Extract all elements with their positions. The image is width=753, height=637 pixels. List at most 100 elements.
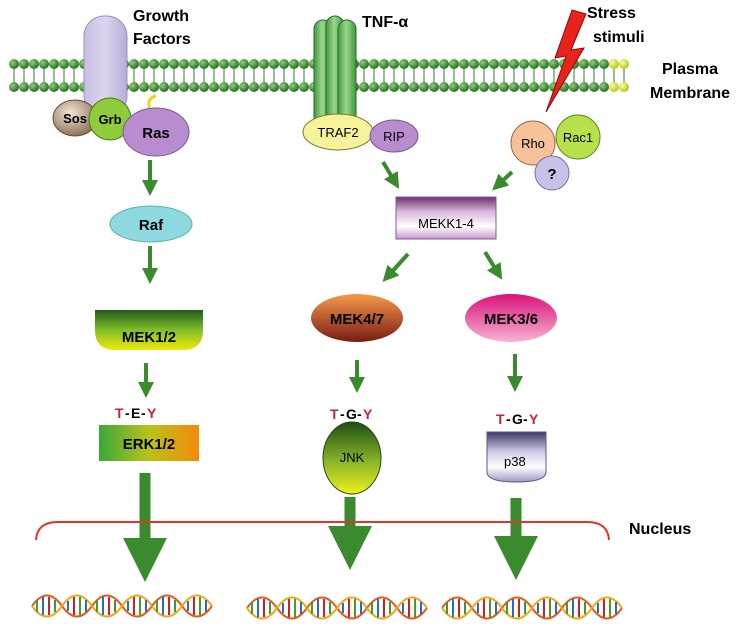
raf-label: Raf	[139, 217, 164, 234]
growth-factors-label-2: Factors	[133, 31, 191, 48]
rac1-label: Rac1	[563, 130, 593, 145]
lipid-head	[449, 59, 459, 69]
lipid-head	[249, 82, 259, 92]
lipid-head	[169, 82, 179, 92]
lipid-head	[289, 82, 299, 92]
lipid-head	[129, 82, 139, 92]
lipid-head	[399, 82, 409, 92]
lipid-head	[39, 82, 49, 92]
lipid-head	[299, 59, 309, 69]
jnk-label: JNK	[340, 450, 365, 465]
growth-factors-label-1: Growth	[133, 8, 189, 25]
plasma-label-1: Plasma	[662, 61, 718, 78]
arrow-mekk-mek36	[483, 250, 503, 280]
lipid-head	[409, 82, 419, 92]
jnk-motif-t: T	[330, 406, 339, 422]
unknown-node: ?	[534, 155, 570, 191]
lipid-head	[159, 59, 169, 69]
lipid-head	[419, 59, 429, 69]
lipid-head	[469, 82, 479, 92]
lipid-head	[599, 82, 609, 92]
sos-node: Sos	[52, 99, 98, 137]
lipid-head	[439, 82, 449, 92]
lipid-head	[199, 82, 209, 92]
rip-label: RIP	[383, 129, 405, 144]
jnk-node: JNK	[322, 421, 382, 495]
mek47-node: MEK4/7	[311, 294, 403, 342]
lipid-head	[429, 82, 439, 92]
erk-motif-mid: E	[131, 405, 140, 421]
rac1-node: Rac1	[555, 114, 601, 160]
rip-node: RIP	[369, 119, 419, 153]
ras-node: Ras	[122, 107, 190, 157]
traf2-node: TRAF2	[302, 113, 374, 151]
lipid-head	[359, 82, 369, 92]
lipid-head	[479, 59, 489, 69]
lipid-head	[389, 82, 399, 92]
tnf-receptor	[313, 15, 357, 133]
dna-helix-left	[31, 594, 213, 618]
lipid-head	[489, 82, 499, 92]
grb-node: Grb	[88, 97, 132, 141]
lipid-head	[229, 59, 239, 69]
tnf-alpha-label: TNF-α	[362, 14, 408, 31]
stress-lightning-icon	[545, 9, 587, 113]
mekk14-node: MEKK1-4	[395, 196, 497, 240]
p38-motif: T - G - Y	[496, 411, 539, 427]
ras-label: Ras	[142, 125, 170, 142]
lipid-head	[549, 59, 559, 69]
lipid-head	[29, 82, 39, 92]
lipid-head	[619, 82, 629, 92]
lipid-head	[539, 59, 549, 69]
grb-label: Grb	[98, 112, 121, 127]
lipid-head	[579, 59, 589, 69]
lipid-head	[519, 82, 529, 92]
lipid-head	[409, 59, 419, 69]
p38-node: p38	[486, 431, 547, 483]
lipid-head	[249, 59, 259, 69]
lipid-head	[539, 82, 549, 92]
lipid-head	[609, 59, 619, 69]
lipid-head	[499, 59, 509, 69]
lipid-head	[489, 59, 499, 69]
lipid-head	[29, 59, 39, 69]
lipid-head	[429, 59, 439, 69]
jnk-motif-sep1: -	[340, 406, 345, 422]
lipid-head	[219, 82, 229, 92]
arrow-rip-mekk	[381, 160, 400, 189]
lipid-head	[179, 59, 189, 69]
lipid-head	[619, 59, 629, 69]
lipid-head	[379, 82, 389, 92]
erk-motif-t: T	[115, 405, 124, 421]
lipid-head	[439, 59, 449, 69]
jnk-motif: T - G - Y	[330, 406, 373, 422]
lipid-head	[19, 82, 29, 92]
lipid-head	[529, 59, 539, 69]
lipid-head	[239, 59, 249, 69]
rho-node: Rho	[510, 120, 556, 166]
jnk-motif-mid: G	[346, 406, 357, 422]
erk-motif-sep2: -	[141, 405, 146, 421]
stress-label-2: stimuli	[593, 29, 645, 46]
mek12-node: MEK1/2	[95, 310, 203, 350]
lipid-head	[259, 82, 269, 92]
sos-label: Sos	[63, 111, 87, 126]
lipid-head	[59, 82, 69, 92]
lipid-head	[69, 59, 79, 69]
mekk14-label: MEKK1-4	[418, 216, 474, 231]
erk-motif: T - E - Y	[115, 405, 157, 421]
p38-motif-sep2: -	[523, 411, 528, 427]
lipid-head	[379, 59, 389, 69]
lipid-head	[9, 59, 19, 69]
jnk-motif-y: Y	[363, 406, 373, 422]
p38-motif-y: Y	[529, 411, 539, 427]
lipid-head	[129, 59, 139, 69]
traf2-label: TRAF2	[317, 125, 358, 140]
mek47-label: MEK4/7	[330, 311, 384, 328]
mek12-label: MEK1/2	[122, 329, 176, 346]
lipid-head	[69, 82, 79, 92]
lipid-head	[189, 82, 199, 92]
lipid-head	[369, 59, 379, 69]
